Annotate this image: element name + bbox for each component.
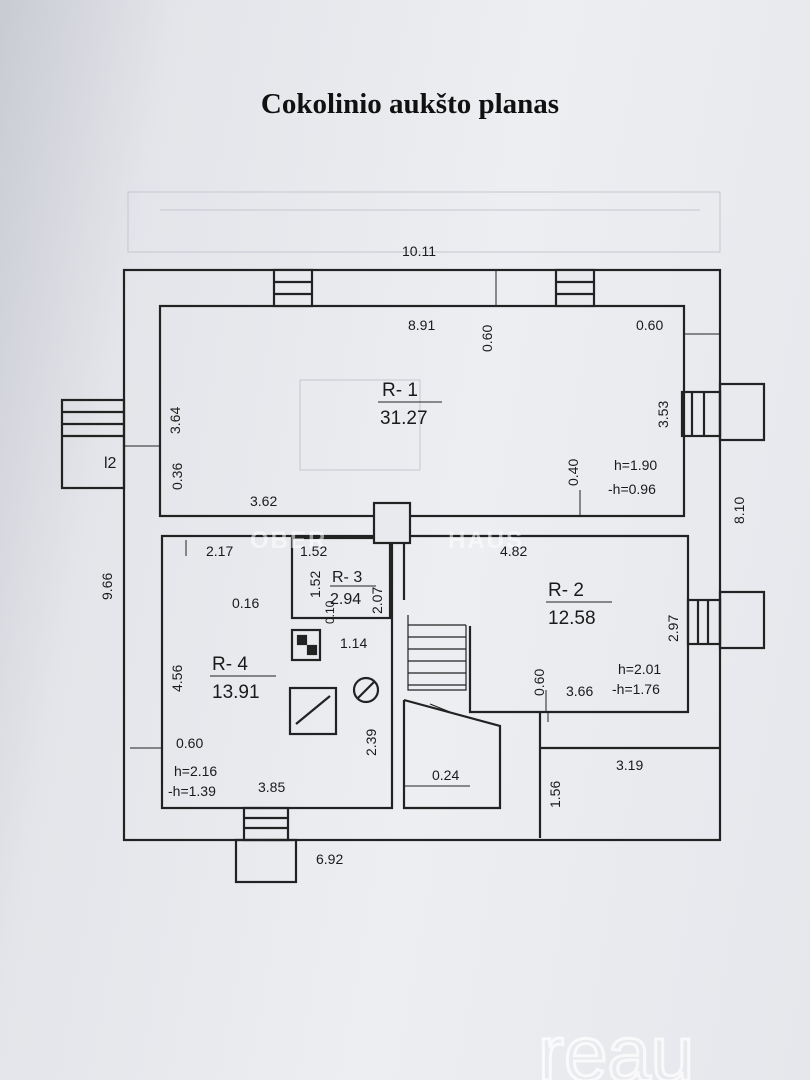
brand-watermark: reau (538, 1009, 694, 1080)
watermark-right: HAUS (448, 527, 524, 554)
vertical-dimension-labels: 0.60 3.64 3.53 0.36 0.40 8.10 9.66 1.52 … (99, 325, 747, 808)
dim-040: 0.40 (565, 459, 581, 486)
room-r2-outline (468, 534, 690, 714)
room-r4-area: 13.91 (212, 682, 260, 703)
stair-niche (402, 698, 502, 810)
r4-height: h=2.16 (174, 763, 217, 779)
watermark: OBER HAUS reau (250, 527, 696, 1080)
dim-010: 0.10 (323, 600, 337, 624)
r1-height: h=1.90 (614, 457, 657, 473)
dim-966: 9.66 (99, 573, 115, 600)
dim-364: 3.64 (167, 407, 183, 434)
dim-060-r4: 0.60 (176, 735, 203, 751)
watermark-left: OBER (250, 527, 327, 554)
dim-016: 0.16 (232, 595, 259, 611)
dim-114: 1.14 (340, 635, 367, 651)
plan-title: Cokolinio aukšto planas (260, 88, 560, 120)
r2-height: h=2.01 (618, 661, 661, 677)
dim-366: 3.66 (566, 683, 593, 699)
dim-385: 3.85 (258, 779, 285, 795)
room-r1-id: R- 1 (382, 380, 418, 401)
ghost-lines (127, 191, 721, 471)
dim-217: 2.17 (206, 543, 233, 559)
dim-wall-060-a: 0.60 (479, 325, 495, 352)
dim-024: 0.24 (432, 767, 459, 783)
dim-r1-width: 8.91 (408, 317, 435, 333)
dim-692: 6.92 (316, 851, 343, 867)
dimension-labels: 10.11 8.91 0.60 l2 3.62 2.17 1.52 4.82 0… (104, 243, 663, 867)
room-r3-id: R- 3 (332, 569, 362, 586)
dim-456: 4.56 (169, 665, 185, 692)
boiler-box (288, 686, 338, 736)
dimension-lines (124, 270, 720, 787)
walls (60, 268, 766, 884)
r4-minus-height: -h=1.39 (168, 783, 216, 799)
room-r1-outline (158, 304, 686, 518)
height-labels: h=1.90 -h=0.96 h=2.01 -h=1.76 h=2.16 -h=… (168, 457, 661, 799)
outer-wall (122, 268, 722, 842)
dim-482: 4.82 (500, 543, 527, 559)
dim-060-r2: 0.60 (531, 669, 547, 696)
dim-152b: 1.52 (307, 571, 323, 598)
room-r3-area: 2.94 (330, 591, 361, 608)
dim-stair-12: l2 (104, 455, 117, 472)
dim-156: 1.56 (547, 781, 563, 808)
dim-036: 0.36 (169, 463, 185, 490)
dim-wall-060-b: 0.60 (636, 317, 663, 333)
room-r3-outline (290, 536, 392, 620)
dim-outer-top: 10.11 (402, 243, 436, 259)
room-labels: R- 1 31.27 R- 2 12.58 R- 3 2.94 R- 4 13.… (210, 380, 612, 703)
dim-152a: 1.52 (300, 543, 327, 559)
dim-810: 8.10 (731, 497, 747, 524)
dim-297: 2.97 (665, 615, 681, 642)
dim-207: 2.07 (369, 587, 385, 614)
dim-319: 3.19 (616, 757, 643, 773)
room-r2-area: 12.58 (548, 608, 596, 629)
dim-239: 2.39 (363, 729, 379, 756)
room-r4-id: R- 4 (212, 654, 248, 675)
r2-minus-height: -h=1.76 (612, 681, 660, 697)
room-r2-id: R- 2 (548, 580, 584, 601)
meter-circle (352, 676, 380, 704)
dim-362: 3.62 (250, 493, 277, 509)
dim-353: 3.53 (655, 401, 671, 428)
r1-minus-height: -h=0.96 (608, 481, 656, 497)
room-r1-area: 31.27 (380, 408, 428, 429)
